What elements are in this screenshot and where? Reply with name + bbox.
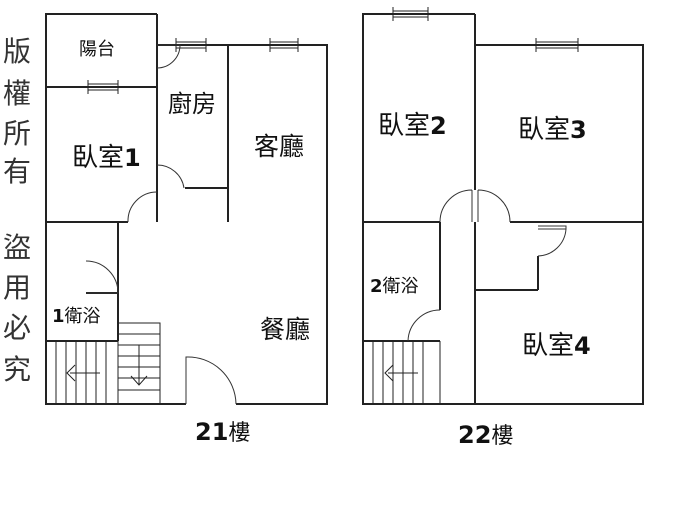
staircase [117, 322, 161, 405]
watermark-char: 必 [2, 311, 31, 344]
floor-22-outer-wall [362, 13, 644, 405]
watermark-char: 版 [2, 35, 31, 68]
floor-21-outer-wall-right [156, 14, 328, 405]
entrance-door [185, 356, 237, 405]
balcony-label: 陽台 [79, 39, 115, 60]
bedroom2-door [439, 189, 473, 223]
watermark-char: 究 [2, 353, 31, 386]
bedroom1-door [127, 191, 158, 223]
dining-room-label: 餐廳 [260, 315, 310, 344]
floor-21-outer-wall [45, 13, 186, 405]
bedroom3-door [477, 189, 511, 223]
staircase [372, 341, 441, 404]
balcony-door [156, 44, 181, 69]
floor-21-plan: 陽台 廚房 客廳 餐廳 臥室1 1衛浴 21樓 [45, 13, 328, 446]
bedroom4-label: 臥室4 [522, 331, 591, 361]
watermark-char: 所 [2, 117, 31, 150]
bath1-door [85, 260, 119, 294]
bedroom4-door [537, 225, 567, 257]
window [269, 38, 299, 52]
bedroom3-label: 臥室3 [518, 115, 587, 145]
kitchen-label: 廚房 [168, 90, 216, 118]
watermark-char: 盜 [2, 231, 31, 264]
watermark-char: 有 [2, 155, 31, 188]
bedroom1-label: 臥室1 [72, 143, 141, 173]
window [87, 80, 119, 94]
floor-22-caption: 22樓 [458, 421, 513, 449]
window [535, 38, 579, 52]
window [392, 7, 429, 21]
bath1-label: 1衛浴 [52, 306, 101, 327]
bath2-label: 2衛浴 [370, 276, 419, 297]
bedroom2-label: 臥室2 [378, 111, 447, 141]
kitchen-door [156, 164, 185, 189]
floor-22-plan: 臥室2 臥室3 臥室4 2衛浴 22樓 [362, 7, 644, 449]
bath2-door [407, 309, 441, 342]
floor-21-caption: 21樓 [195, 418, 250, 446]
staircase [55, 341, 119, 404]
watermark-char: 用 [2, 271, 31, 304]
watermark-char: 權 [2, 77, 31, 110]
living-room-label: 客廳 [254, 132, 304, 161]
